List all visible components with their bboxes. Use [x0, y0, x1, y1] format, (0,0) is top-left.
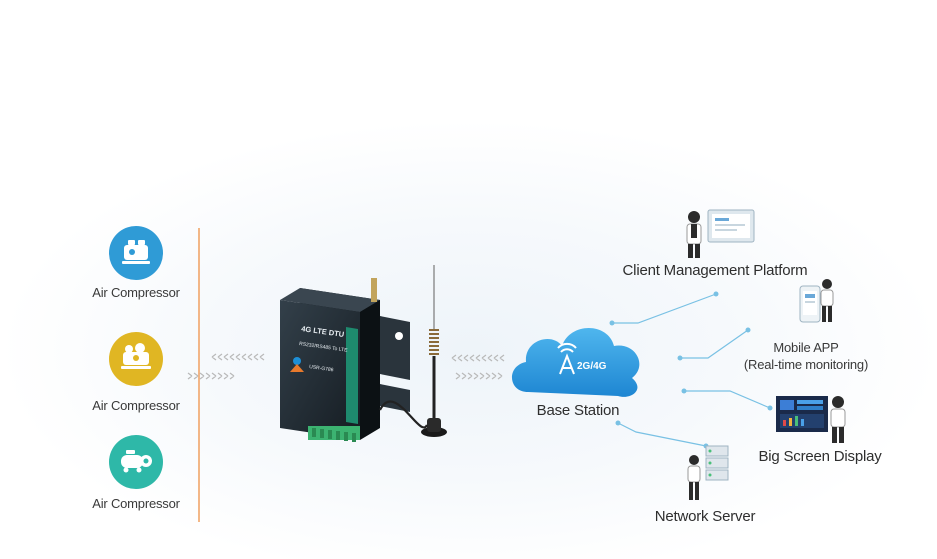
base-station-label: Base Station: [536, 402, 620, 419]
device-icon-1: [109, 226, 163, 280]
device-label-1: Air Compressor: [92, 285, 180, 300]
bidirectional-arrows-right: [451, 354, 505, 380]
device-icon-2: [109, 332, 163, 386]
dtu-device: [280, 278, 410, 442]
dtu-model: USR-G786: [309, 364, 334, 373]
mobile-app-illustration: [799, 279, 834, 323]
network-server-illustration: [687, 445, 729, 500]
client-platform-illustration: [686, 209, 755, 258]
device-label-3: Air Compressor: [92, 496, 180, 511]
big-screen-illustration: [776, 396, 846, 443]
device-label-2: Air Compressor: [92, 398, 180, 413]
base-station-cloud: [511, 328, 640, 397]
mobile-app-sublabel: (Real-time monitoring): [743, 357, 869, 372]
device-icon-3: [109, 435, 163, 489]
base-station-badge: 2G/4G: [577, 361, 607, 372]
bidirectional-arrows-left: [187, 353, 265, 380]
mobile-app-label: Mobile APP: [773, 340, 839, 355]
external-antenna: [379, 265, 447, 437]
network-server-label: Network Server: [654, 508, 756, 525]
connector-lines: [609, 291, 773, 449]
client-platform-label: Client Management Platform: [622, 262, 808, 279]
big-screen-label: Big Screen Display: [758, 448, 882, 465]
